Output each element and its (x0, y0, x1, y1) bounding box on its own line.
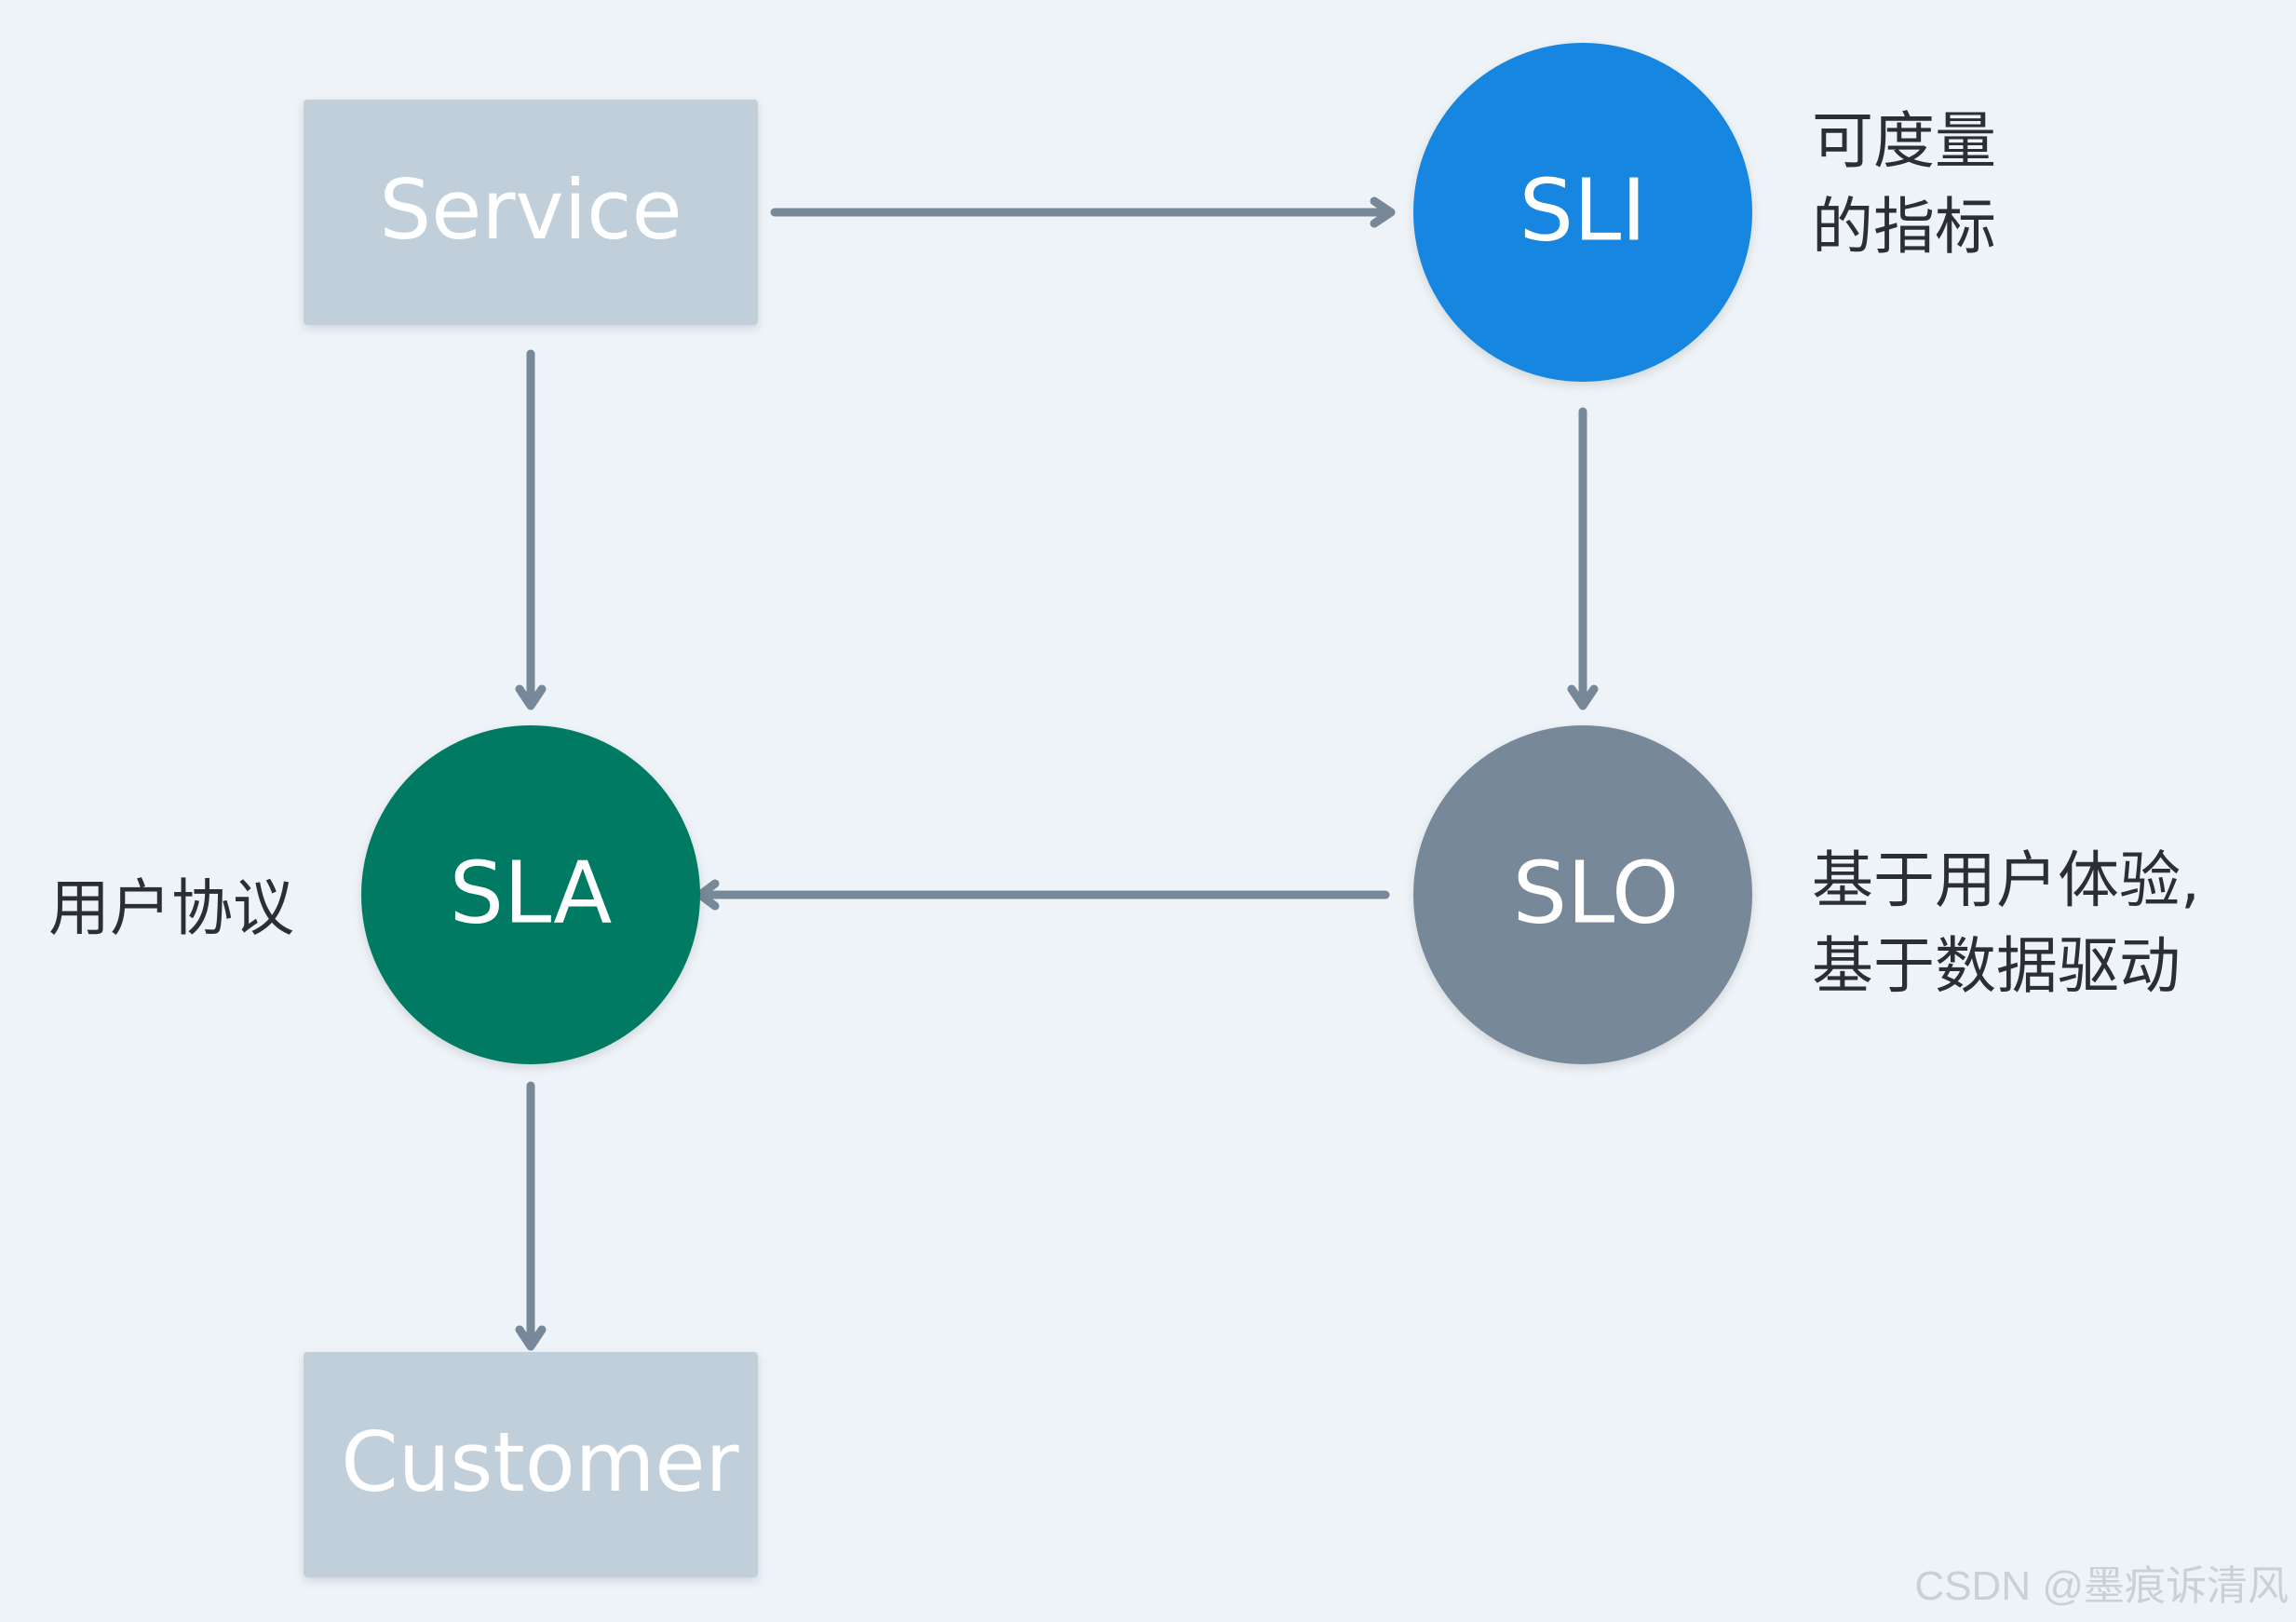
arrowhead-sli (1370, 196, 1396, 228)
sli-circle (1413, 43, 1752, 382)
sla-note: 用户协议 (48, 872, 294, 944)
sli-note-line2: 的指标 (1812, 191, 1996, 263)
sli-label: SLI (1519, 160, 1647, 260)
sla-label: SLA (450, 843, 613, 942)
watermark: CSDN @墨痕诉清风 (1914, 1563, 2289, 1609)
customer-label: Customer (341, 1414, 739, 1510)
sla-circle (361, 725, 700, 1064)
slo-label: SLO (1513, 843, 1680, 942)
service-node: Service (304, 100, 758, 325)
slo-circle (1413, 725, 1752, 1064)
customer-node: Customer (304, 1352, 758, 1577)
arrowhead-slo (1567, 684, 1599, 710)
edges (515, 196, 1599, 1351)
slo-note-line1: 基于用户体验, (1812, 845, 2200, 916)
service-box (304, 100, 758, 325)
sli-node: SLI (1413, 43, 1752, 382)
sli-note-line1: 可度量 (1812, 105, 1996, 177)
sla-node: SLA (361, 725, 700, 1064)
service-label: Service (379, 162, 682, 258)
slo-note-line2: 基于数据驱动 (1812, 930, 2181, 1002)
arrowhead-customer (515, 1325, 547, 1351)
arrowhead-sla-top (515, 684, 547, 710)
slo-node: SLO (1413, 725, 1752, 1064)
customer-box (304, 1352, 758, 1577)
